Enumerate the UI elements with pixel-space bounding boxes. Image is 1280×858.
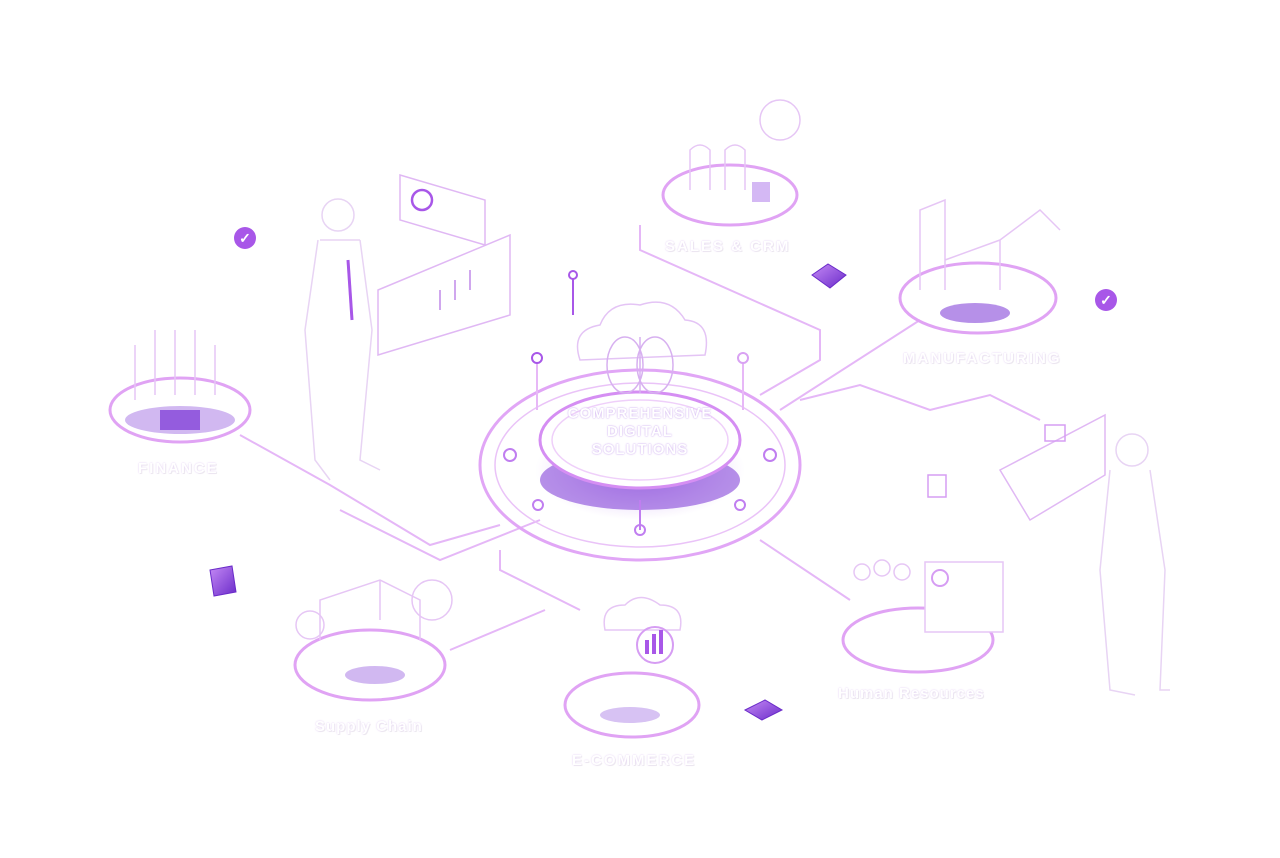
node-label-sales-crm: SALES & CRM: [665, 238, 791, 255]
connector-supply2: [449, 609, 546, 651]
connector-lines: [239, 225, 1041, 651]
hub-title-line: SOLUTIONS: [591, 441, 689, 458]
chip-icon: [209, 565, 237, 597]
node-label-ecommerce: E-COMMERCE: [572, 752, 697, 769]
platform-manufacturing: [898, 198, 1061, 335]
node-platforms: [108, 99, 1061, 739]
connector-manufacturing: [779, 319, 921, 411]
hub-title-line: COMPREHENSIVE: [567, 405, 713, 422]
hub-node-dot: [532, 499, 544, 511]
connector-sales: [639, 225, 821, 396]
node-label-finance: FINANCE: [138, 460, 219, 477]
platform-supply-chain: [293, 579, 453, 702]
hub-node-dot: [763, 448, 777, 462]
node-label-supply-chain: Supply Chain: [315, 718, 423, 735]
central-hub: [478, 270, 802, 562]
hub-title: COMPREHENSIVE DIGITAL SOLUTIONS: [560, 405, 720, 459]
platform-ecommerce: [563, 596, 701, 739]
node-label-human-resources: Human Resources: [838, 685, 985, 702]
chip-icon: [811, 263, 847, 289]
check-badge-icon: ✓: [234, 227, 256, 249]
chip-decorations: [209, 263, 847, 721]
connector-tablet: [799, 383, 1041, 421]
check-badge-icon: ✓: [1095, 289, 1117, 311]
figure-man-with-dashboard: [304, 173, 511, 481]
hub-title-line: DIGITAL: [607, 423, 673, 440]
platform-finance: [108, 330, 252, 444]
connector-ecommerce: [499, 550, 581, 611]
node-label-manufacturing: MANUFACTURING: [903, 350, 1062, 367]
connector-finance: [239, 434, 501, 547]
platform-sales-crm: [661, 99, 801, 227]
hub-node-dot: [503, 448, 517, 462]
brain-cloud-icon: [576, 301, 708, 394]
platform-human-resources: [841, 559, 1004, 674]
hub-node-dot: [734, 499, 746, 511]
chip-icon: [743, 699, 784, 721]
figure-man-with-tablet: [927, 413, 1170, 696]
connector-hr: [759, 539, 851, 601]
connector-supply: [339, 509, 541, 562]
